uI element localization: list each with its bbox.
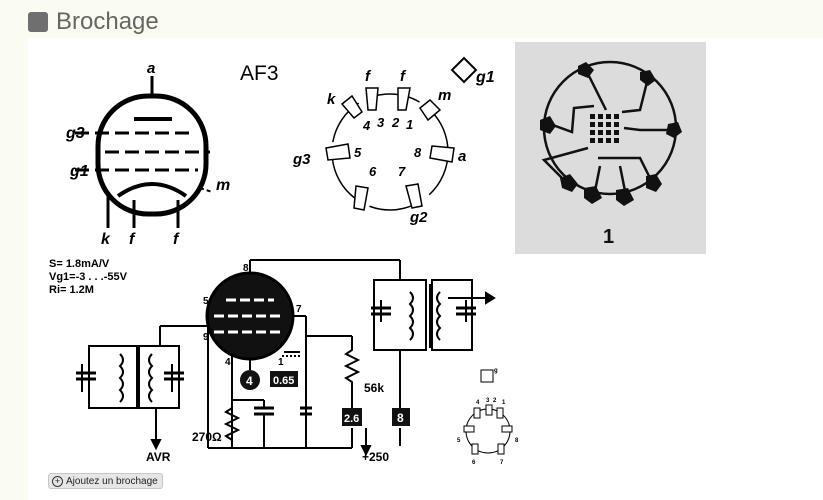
add-pinout-label: Ajoutez un brochage: [66, 475, 158, 487]
add-pinout-button[interactable]: + Ajoutez un brochage: [48, 473, 163, 489]
circuit-pin1: 1: [278, 357, 284, 368]
photo-label: 1: [603, 226, 614, 248]
mini-pin6: 6: [472, 460, 476, 466]
socket-g3-label: g3: [292, 151, 311, 168]
cathode-badge: [240, 370, 260, 390]
socket-pin3: 3: [377, 115, 385, 130]
mini-pin3: 3: [486, 398, 490, 404]
resistor-270: 270Ω: [192, 430, 222, 444]
b-plus-label: +250: [362, 450, 389, 464]
voltage-badge-26: [342, 408, 362, 426]
socket-f1-label: f: [365, 68, 372, 85]
voltage-065: 0.65: [273, 375, 294, 387]
circuit-pin7: 7: [296, 304, 302, 315]
circuit-pin9: 9: [203, 332, 209, 343]
circuit-pin8: 8: [243, 263, 249, 274]
spec-vg1: Vg1=-3 . . .-55V: [49, 271, 128, 283]
circuit-pin4: 4: [225, 357, 231, 368]
g3-label: g3: [65, 125, 85, 142]
mini-socket: [463, 369, 513, 455]
socket-k-label: k: [327, 91, 336, 108]
socket-g1-label: g1: [475, 69, 495, 86]
mini-pin5: 5: [457, 438, 461, 444]
socket-photo: [515, 42, 706, 254]
circuit-pin5: 5: [203, 296, 209, 307]
section-header: Brochage: [28, 8, 159, 36]
socket-g2-label: g2: [409, 209, 428, 226]
socket-pin6: 6: [369, 164, 377, 179]
socket-pin1: 1: [406, 117, 413, 132]
m-label: m: [216, 177, 230, 194]
socket-pin8: 8: [414, 145, 422, 160]
voltage-8: 8: [397, 411, 404, 425]
square-icon: [28, 12, 48, 32]
socket-diagram: [325, 56, 478, 211]
voltage-badge-8: [392, 408, 410, 426]
mini-pin8: 8: [515, 438, 519, 444]
socket-f2-label: f: [400, 68, 407, 85]
socket-pin2: 2: [391, 115, 400, 130]
resistor-56k: 56k: [364, 381, 384, 395]
plus-circle-icon: +: [52, 475, 63, 487]
application-circuit: [76, 259, 496, 457]
k-label: k: [101, 231, 111, 248]
mini-pin2: 2: [493, 398, 497, 404]
mini-g-label: g: [494, 368, 498, 374]
spec-ri: Ri= 1.2M: [49, 284, 94, 296]
socket-m-label: m: [438, 87, 451, 104]
f-label-2: f: [173, 231, 180, 248]
avr-label: AVR: [146, 450, 171, 464]
mini-pin7: 7: [500, 460, 504, 466]
mini-pin4: 4: [476, 400, 480, 406]
socket-pin5: 5: [354, 145, 362, 160]
section-title: Brochage: [56, 8, 159, 35]
socket-pin7: 7: [398, 164, 406, 179]
mini-pin1: 1: [502, 400, 506, 406]
socket-pin4: 4: [362, 118, 371, 133]
tube-name: AF3: [240, 62, 279, 85]
voltage-26: 2.6: [344, 413, 359, 425]
voltage-badge-065: [270, 371, 298, 387]
g1-label: g1: [69, 163, 89, 180]
anode-label: a: [147, 60, 155, 77]
socket-a-label: a: [458, 148, 466, 165]
tube-symbol: [75, 76, 213, 228]
spec-s: S= 1.8mA/V: [49, 258, 110, 270]
cathode-badge-text: 4: [246, 374, 253, 388]
f-label-1: f: [129, 231, 136, 248]
